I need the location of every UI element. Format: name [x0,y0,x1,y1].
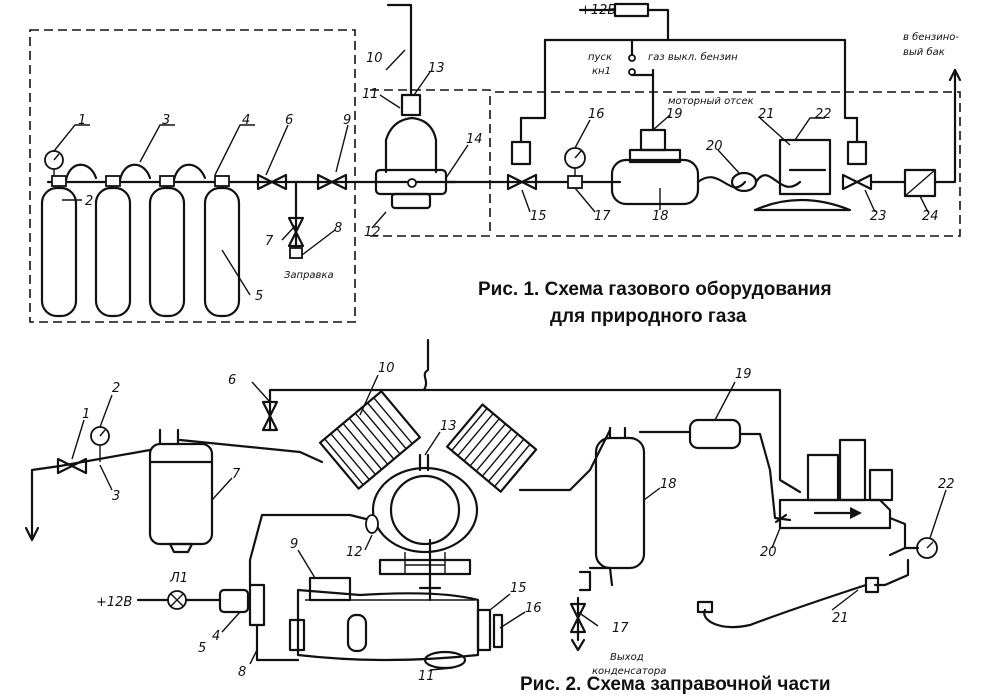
fig2-num-15: 15 [510,581,527,596]
fig1-num-5: 5 [255,289,263,304]
fig2-num-11: 11 [418,669,435,684]
fig2-outlet-label-2: конденсатора [592,666,666,677]
fig2-schematic: +12В Л1 Выход конденсатора 1 2 3 4 5 6 7… [24,338,955,695]
fig1-start-label-1: пуск [588,52,612,63]
fig2-num-7: 7 [232,467,241,482]
fig1-caption-line1: Рис. 1. Схема газового оборудования [478,279,832,300]
filling-distributor [774,438,894,530]
fig2-power-label: +12В [96,595,132,610]
fig1-num-2: 2 [85,194,93,209]
fig1-num-1: 1 [78,113,86,128]
fig1-fuel-tank-label-1: в бензино- [903,31,959,43]
fig2-num-3: 3 [112,489,120,504]
gas-cylinders [40,186,241,318]
fig2-caption: Рис. 2. Схема заправочной части [520,674,831,695]
fig2-num-4: 4 [212,629,220,644]
fig1-num-13: 13 [428,61,445,76]
fig2-num-5: 5 [198,641,206,656]
fig1-num-4: 4 [242,113,250,128]
fig1-num-11: 11 [362,87,379,102]
fig2-num-16: 16 [525,601,542,616]
fig1-num-14: 14 [466,132,483,147]
fig1-num-15: 15 [530,209,547,224]
fig2-num-8: 8 [238,665,246,680]
fig1-num-20: 20 [706,139,723,154]
fig2-outlet-label-1: Выход [610,652,644,663]
fig1-num-24: 24 [922,209,939,224]
fig1-num-12: 12 [364,225,381,240]
fig1-engine-bay-label: моторный отсек [668,96,754,107]
fig2-lamp-label: Л1 [169,571,188,586]
fig1-num-23: 23 [870,209,887,224]
fig1-num-16: 16 [588,107,605,122]
fig1-num-9: 9 [343,113,351,128]
fig2-num-17: 17 [612,621,629,636]
fig1-num-7: 7 [265,234,274,249]
fig1-num-21: 21 [758,107,775,122]
fig1-start-label-2: кн1 [592,66,611,77]
fig1-schematic: +12В пуск кн1 газ выкл. бензин моторный … [29,2,962,327]
fig1-num-22: 22 [815,107,832,122]
fig1-num-19: 19 [666,107,683,122]
gas-reducer [374,3,448,210]
compressor [318,390,538,576]
fig1-num-3: 3 [162,113,170,128]
fig2-num-13: 13 [440,419,457,434]
fig2-num-20: 20 [760,545,777,560]
fig2-num-18: 18 [660,477,677,492]
fig1-power-label: +12В [580,3,616,18]
fig2-num-2: 2 [112,381,120,396]
fig2-num-9: 9 [290,537,298,552]
fig2-num-10: 10 [378,361,395,376]
fig1-num-6: 6 [285,113,293,128]
fig1-caption-line2: для природного газа [550,306,747,327]
fig1-num-18: 18 [652,209,669,224]
fig1-num-8: 8 [334,221,342,236]
fig2-num-21: 21 [832,611,849,626]
fig2-num-1: 1 [82,407,90,422]
fig2-num-22: 22 [938,477,955,492]
fig1-refuel-label: Заправка [284,270,334,281]
electric-motor [288,538,504,670]
fig2-num-12: 12 [346,545,363,560]
fig1-num-10: 10 [366,51,383,66]
fig2-num-6: 6 [228,373,236,388]
fig2-num-19: 19 [735,367,752,382]
fig1-fuel-tank-label-2: вый бак [903,46,945,58]
fig1-mode-label: газ выкл. бензин [648,51,738,63]
fig1-num-17: 17 [594,209,611,224]
